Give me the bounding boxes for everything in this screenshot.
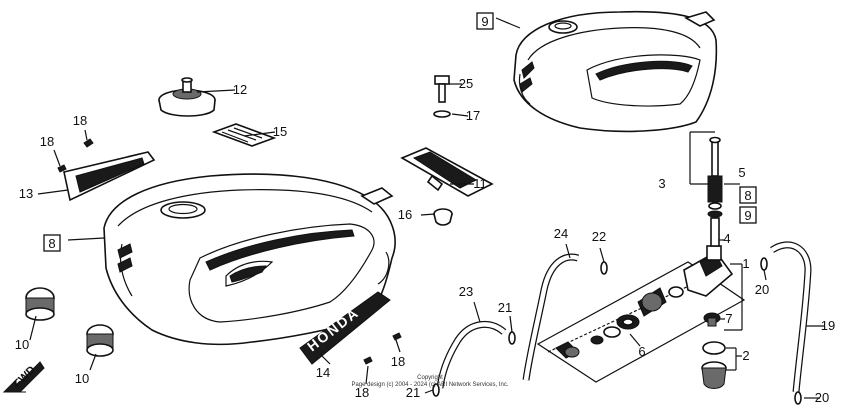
- sediment-cup-part-2: [701, 361, 727, 389]
- part-label-p10a[interactable]: 10: [15, 337, 29, 352]
- hose-part-24: [522, 253, 580, 381]
- part-label-p20b[interactable]: 20: [815, 390, 829, 405]
- part-label-p24[interactable]: 24: [554, 226, 568, 241]
- part-label-p1[interactable]: 1: [742, 256, 749, 271]
- part-label-p18c[interactable]: 18: [391, 354, 405, 369]
- pad-part-15: [211, 123, 277, 147]
- leader-lines: [29, 17, 824, 399]
- part-number-labels: 1234567101011121314151617181818181920202…: [15, 76, 835, 405]
- fuel-cock-valve-7: [703, 312, 721, 327]
- part-label-p2[interactable]: 2: [742, 348, 749, 363]
- copyright-line-1: Copyright: [417, 375, 443, 381]
- screws-part-18: [57, 138, 402, 365]
- part-label-p4[interactable]: 4: [723, 231, 730, 246]
- washer-part-17: [433, 110, 451, 118]
- fuel-tank-main: [103, 173, 396, 346]
- hose-part-23-inner: [437, 322, 506, 389]
- part-label-p12[interactable]: 12: [233, 82, 247, 97]
- grommet-part-16: [433, 208, 453, 226]
- part-label-p18b[interactable]: 18: [40, 134, 54, 149]
- cap-part-10-right: [86, 324, 114, 357]
- pad-hatch: [221, 127, 263, 143]
- fuel-cock-cover: [637, 287, 667, 317]
- hose-part-19-inner: [770, 242, 811, 393]
- part-label-p18a[interactable]: 18: [73, 113, 87, 128]
- part-label-p15[interactable]: 15: [273, 124, 287, 139]
- clip-part-20-upper: [760, 257, 768, 271]
- boxed-label-b8[interactable]: 8: [48, 236, 55, 251]
- fuel-tank-top-right: [513, 10, 718, 133]
- part-label-p17[interactable]: 17: [466, 108, 480, 123]
- boxed-label-frame-b9top: [476, 12, 494, 30]
- part-label-p21b[interactable]: 21: [406, 385, 420, 400]
- part-label-p6[interactable]: 6: [638, 344, 645, 359]
- part-label-p7[interactable]: 7: [725, 311, 732, 326]
- fuel-cock-knob: [555, 341, 580, 359]
- part-label-p3[interactable]: 3: [658, 176, 665, 191]
- part-label-p18d[interactable]: 18: [355, 385, 369, 400]
- part-label-p11[interactable]: 11: [473, 176, 487, 191]
- part-label-p20a[interactable]: 20: [755, 282, 769, 297]
- boxed-label-b8side[interactable]: 8: [744, 188, 751, 203]
- part-label-p19[interactable]: 19: [821, 318, 835, 333]
- part-label-p22[interactable]: 22: [592, 229, 606, 244]
- boxed-part-labels: 9 8 8 9: [43, 12, 757, 252]
- fuel-cap-part-12: [158, 77, 216, 117]
- part-label-p10b[interactable]: 10: [75, 371, 89, 386]
- boxed-label-frame-b8side: [739, 186, 757, 204]
- forward-arrow: FWD: [2, 361, 45, 393]
- bolt-part-25: [434, 75, 450, 103]
- clip-part-21-upper: [508, 331, 516, 345]
- boxed-label-b9top[interactable]: 9: [481, 14, 488, 29]
- part-label-p25[interactable]: 25: [459, 76, 473, 91]
- boxed-label-b9side[interactable]: 9: [744, 208, 751, 223]
- part-label-p16[interactable]: 16: [398, 207, 412, 222]
- part-label-p13[interactable]: 13: [19, 186, 33, 201]
- boxed-label-frame-b9side: [739, 206, 757, 224]
- part-label-p5[interactable]: 5: [738, 165, 745, 180]
- hose-part-24-inner: [523, 254, 579, 381]
- clip-part-22: [600, 261, 608, 275]
- emblem-part-13: [63, 151, 156, 202]
- strainer-pipe: [707, 136, 723, 247]
- part-label-p21a[interactable]: 21: [498, 300, 512, 315]
- part-label-p23[interactable]: 23: [459, 284, 473, 299]
- fuel-cock-body: [683, 245, 734, 297]
- copyright-line-2: Page design (c) 2004 - 2024 (c) ARI Netw…: [351, 382, 508, 388]
- cap-part-10-left: [25, 287, 55, 321]
- part-label-p14[interactable]: 14: [316, 365, 330, 380]
- o-ring-part-2: [702, 341, 726, 355]
- clip-part-20-lower: [794, 391, 802, 405]
- boxed-label-frame-b8: [43, 234, 61, 252]
- fuel-cock-exploded: [536, 245, 746, 389]
